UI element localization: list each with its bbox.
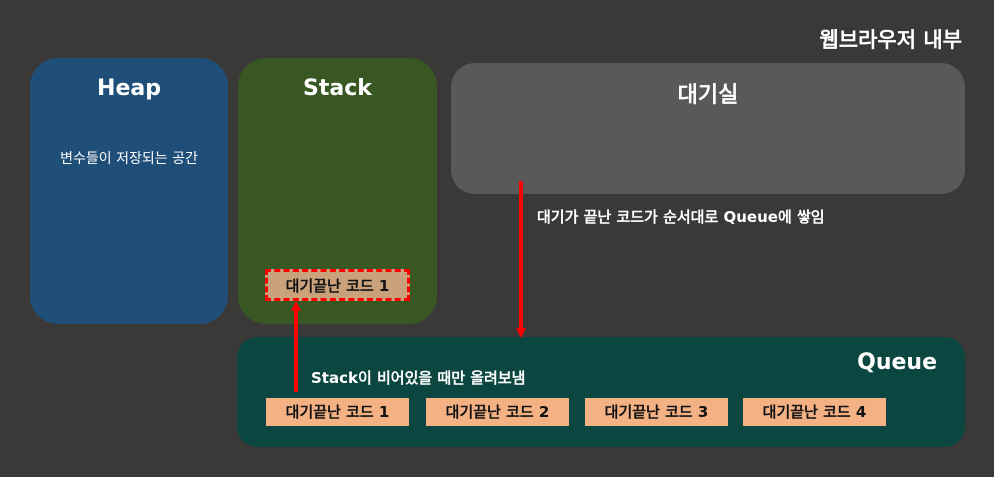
heap-title: Heap	[97, 76, 161, 101]
heap-description: 변수들이 저장되는 공간	[60, 151, 198, 167]
browser-internals-title: 웹브라우저 내부	[819, 28, 962, 52]
queue-item-3: 대기끝난 코드 3	[585, 398, 728, 426]
queue-item-4: 대기끝난 코드 4	[743, 398, 886, 426]
queue-item-1: 대기끝난 코드 1	[266, 398, 409, 426]
waiting-to-queue-annotation: 대기가 끝난 코드가 순서대로 Queue에 쌓임	[537, 208, 825, 226]
stack-title: Stack	[303, 76, 372, 101]
heap-panel: Heap 변수들이 저장되는 공간	[30, 58, 228, 324]
queue-panel: Queue	[237, 337, 965, 447]
queue-title: Queue	[857, 350, 937, 375]
queue-to-stack-annotation: Stack이 비어있을 때만 올려보냄	[311, 369, 526, 387]
stack-code-box: 대기끝난 코드 1	[265, 269, 410, 301]
waiting-room-title: 대기실	[677, 83, 739, 108]
queue-item-2: 대기끝난 코드 2	[426, 398, 569, 426]
waiting-room-panel: 대기실	[451, 63, 965, 194]
